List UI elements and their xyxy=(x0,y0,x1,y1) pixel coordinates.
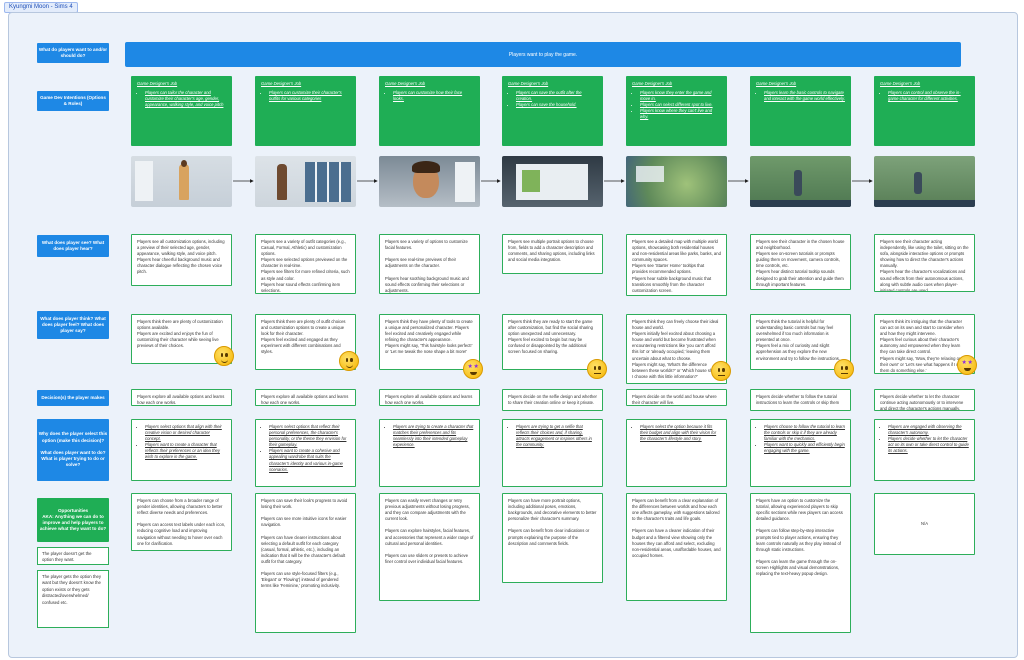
opportunity-card-1: Players can choose from a broader range … xyxy=(131,493,232,551)
emoji-smile-icon xyxy=(339,351,359,371)
why-item: Players decide whether to let the charac… xyxy=(888,436,969,454)
why-card-2: Players select options that reflect thei… xyxy=(255,419,356,487)
opportunity-card-2: Players can save their look's progress t… xyxy=(255,493,356,633)
see-hear-card-5: Players see a detailed map with multiple… xyxy=(626,234,727,296)
why-card-5: Players select the option because it fit… xyxy=(626,419,727,487)
opportunity-card-5: Players can benefit from a clear explana… xyxy=(626,493,727,601)
why-card-1: Players select options that align with t… xyxy=(131,419,232,481)
see-hear-card-7: Players see their character acting indep… xyxy=(874,234,975,292)
row-label-think-feel: What does player think? What does player… xyxy=(37,311,109,339)
why-item: Players want to quickly and efficiently … xyxy=(764,442,845,454)
why-item: Players select options that align with t… xyxy=(145,424,226,442)
side-note-no-option: The player doesn't get the option they w… xyxy=(37,547,109,565)
row-label-why: Why does the player select this option (… xyxy=(37,419,109,481)
side-note-unaware-option: The player gets the option they want but… xyxy=(37,570,109,628)
opportunity-card-7: N/A xyxy=(874,493,975,555)
why-item: Players select options that reflect thei… xyxy=(269,424,350,448)
flow-arrows xyxy=(9,13,1017,233)
decision-card-4: Players decide on the selfie design and … xyxy=(502,389,603,411)
emoji-neutral-icon xyxy=(711,361,731,381)
opportunity-card-6: Players have an option to customize the … xyxy=(750,493,851,633)
emoji-smile-icon xyxy=(214,346,234,366)
opportunity-card-4: Players can have more portrait options, … xyxy=(502,493,603,583)
emoji-neutral-icon xyxy=(587,359,607,379)
opportunity-card-3: Players can easily revert changes or ret… xyxy=(379,493,480,601)
decision-card-1: Players explore all available options an… xyxy=(131,389,232,406)
journey-map-board: What do players want to and/or should do… xyxy=(8,12,1018,658)
row-label-opportunities: Opportunities AKA: Anything we can do to… xyxy=(37,498,109,542)
why-item: Players select the option because it fit… xyxy=(640,424,721,442)
emoji-star-eyes-icon xyxy=(957,355,977,375)
why-item: Players are trying to get a selfie that … xyxy=(516,424,597,448)
why-item: Players want to create a cohesive and ap… xyxy=(269,448,350,472)
see-hear-card-2: Players see a variety of outfit categori… xyxy=(255,234,356,294)
see-hear-card-4: Players see multiple portrait options to… xyxy=(502,234,603,274)
why-card-7: Players are engaged with observing the c… xyxy=(874,419,975,481)
emoji-star-eyes-icon xyxy=(463,359,483,379)
decision-card-3: Players explore all available options an… xyxy=(379,389,480,406)
see-hear-card-6: Players see their character in the chose… xyxy=(750,234,851,290)
why-item: Players want to create a character that … xyxy=(145,442,226,460)
why-card-3: Players are trying to create a character… xyxy=(379,419,480,487)
decision-card-7: Players decide whether to let the charac… xyxy=(874,389,975,411)
row-label-see-hear: What does player see? What does player h… xyxy=(37,235,109,257)
row-label-decisions: Decision(s) the player makes xyxy=(37,390,109,406)
why-item: Players are trying to create a character… xyxy=(393,424,474,448)
decision-card-5: Players decide on the world and house wh… xyxy=(626,389,727,406)
see-hear-card-3: Players see a variety of options to cust… xyxy=(379,234,480,294)
why-card-4: Players are trying to get a selfie that … xyxy=(502,419,603,487)
why-item: Players are engaged with observing the c… xyxy=(888,424,969,436)
emoji-neutral-icon xyxy=(834,359,854,379)
decision-card-6: Players decide whether to follow the tut… xyxy=(750,389,851,411)
think-card-4: Players think they are ready to start th… xyxy=(502,314,603,370)
decision-card-2: Players explore all available options an… xyxy=(255,389,356,406)
why-item: Players choose to follow the tutorial to… xyxy=(764,424,845,442)
see-hear-card-1: Players see all customization options, i… xyxy=(131,234,232,286)
why-card-6: Players choose to follow the tutorial to… xyxy=(750,419,851,487)
